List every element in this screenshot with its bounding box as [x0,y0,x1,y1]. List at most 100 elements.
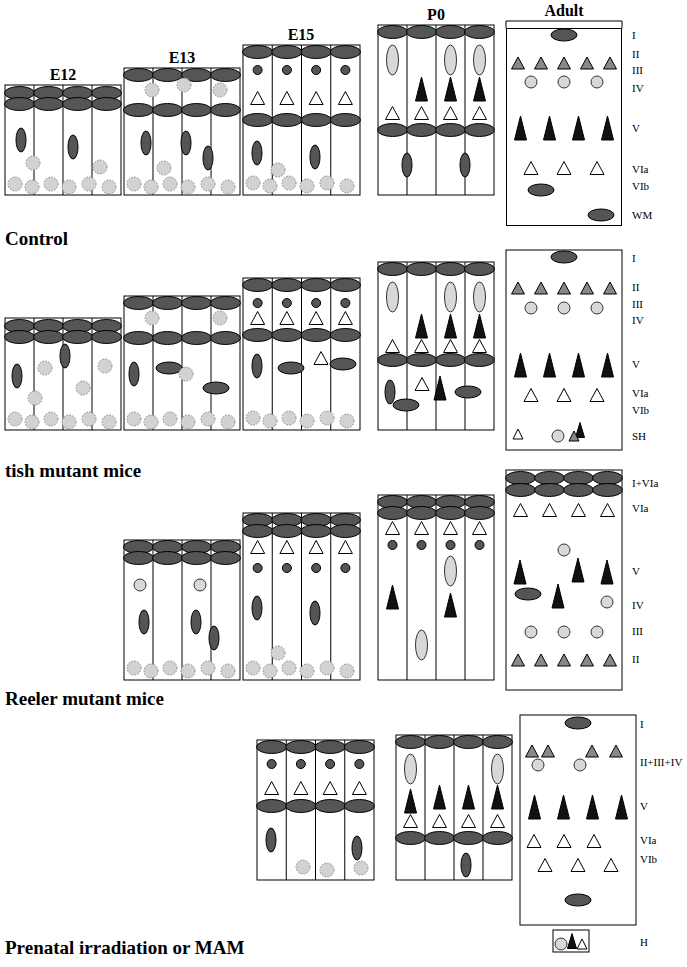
radial-glia-line [315,740,316,880]
black-pyramid-cell [514,560,526,584]
preplate-band-cell [407,507,437,520]
early-plate-cell [312,564,321,573]
preplate-band-cell [211,104,241,117]
grey-pyramid-cell [558,57,571,69]
black-pyramid-cell [558,795,570,819]
preplate-band-cell [396,736,426,749]
black-pyramid-cell [602,116,614,140]
white-pyramid-cell [294,782,308,795]
layer-label: VIa [640,834,657,847]
layer-label: II [632,281,639,294]
radial-glia-line [182,296,183,430]
black-pyramid-cell [387,585,399,609]
cortex-panel [243,45,360,195]
light-oval-cell [445,282,457,312]
stage-heading: Adult [507,2,621,20]
progenitor-cell [201,412,215,426]
layer-label: VIb [632,180,649,193]
migrating-cell [129,362,139,386]
white-pyramid-cell [415,378,429,391]
layer-label: VIb [640,853,657,866]
layer-label: VIa [632,502,649,515]
subplate-cell [565,894,591,906]
black-pyramid-cell [463,785,475,809]
preplate-band-cell [182,104,212,117]
cortex-panel [506,250,622,450]
layer-iv-cell [591,626,603,638]
early-plate-cell [312,299,321,308]
preplate-band-cell [124,104,154,117]
early-plate-cell [267,760,276,769]
preplate-band-cell [5,331,35,344]
white-pyramid-cell [590,162,604,175]
white-pyramid-cell [404,815,418,828]
progenitor-cell [263,414,277,428]
preplate-band-cell [272,279,302,292]
preplate-band-cell [330,114,360,127]
light-oval-cell [387,282,399,312]
preplate-band-cell [301,329,331,342]
preplate-band-cell [257,800,287,813]
progenitor-cell [213,311,227,325]
white-pyramid-cell [309,92,323,105]
progenitor-cell [145,311,159,325]
stage-label: P0 [427,6,445,24]
migrating-cell [252,141,262,165]
white-pyramid-cell [543,504,557,517]
grey-pyramid-cell [604,282,617,294]
grey-pyramid-cell [512,57,525,69]
migrating-cell [252,596,262,620]
early-plate-cell [341,299,350,308]
subplate-cell [203,382,229,394]
subplate-cell [393,399,419,411]
layer-label: I [632,29,636,42]
black-pyramid-cell [474,77,486,101]
layer-label: IV [632,82,644,95]
migrating-cell [12,364,22,388]
black-pyramid-cell [544,116,556,140]
progenitor-cell [127,412,141,426]
progenitor-cell [263,179,277,193]
early-plate-cell [282,564,291,573]
progenitor-cell [82,412,96,426]
progenitor-cell [201,177,215,191]
preplate-band-cell [153,69,183,82]
progenitor-cell [320,176,334,190]
layer-iv-cell [134,579,146,591]
preplate-band-cell [243,46,273,59]
migrating-cell [461,853,471,877]
preplate-band-cell [378,354,408,367]
preplate-band-cell [301,279,331,292]
progenitor-cell [320,661,334,675]
preplate-band-cell [407,124,437,137]
preplate-band-cell [286,741,316,754]
preplate-band-cell [5,98,35,111]
early-plate-cell [388,541,397,550]
black-pyramid-cell [405,789,417,813]
subplate-cell [156,362,182,374]
white-pyramid-cell [386,107,400,120]
stage-label: E12 [50,66,77,84]
white-pyramid-cell [415,522,429,535]
black-pyramid-cell [434,785,446,809]
layer-label: V [640,800,648,813]
layer-iv-cell [194,579,206,591]
black-pyramid-cell [515,116,527,140]
layer-label: I [640,718,644,731]
preplate-band-cell [34,98,64,111]
preplate-band-cell [182,297,212,310]
white-pyramid-cell [251,92,265,105]
preplate-band-cell [330,46,360,59]
progenitor-cell [340,664,354,678]
white-pyramid-cell [309,312,323,325]
progenitor-cell [163,661,177,675]
layer-label: II [632,653,639,666]
preplate-band-cell [301,46,331,59]
preplate-band-cell [564,472,594,485]
layer-label: I+VIa [632,477,658,490]
grey-pyramid-cell [535,57,548,69]
layer-iv-cell [532,759,544,771]
subplate-cell [551,251,577,263]
preplate-band-cell [124,69,154,82]
preplate-band-cell [124,297,154,310]
